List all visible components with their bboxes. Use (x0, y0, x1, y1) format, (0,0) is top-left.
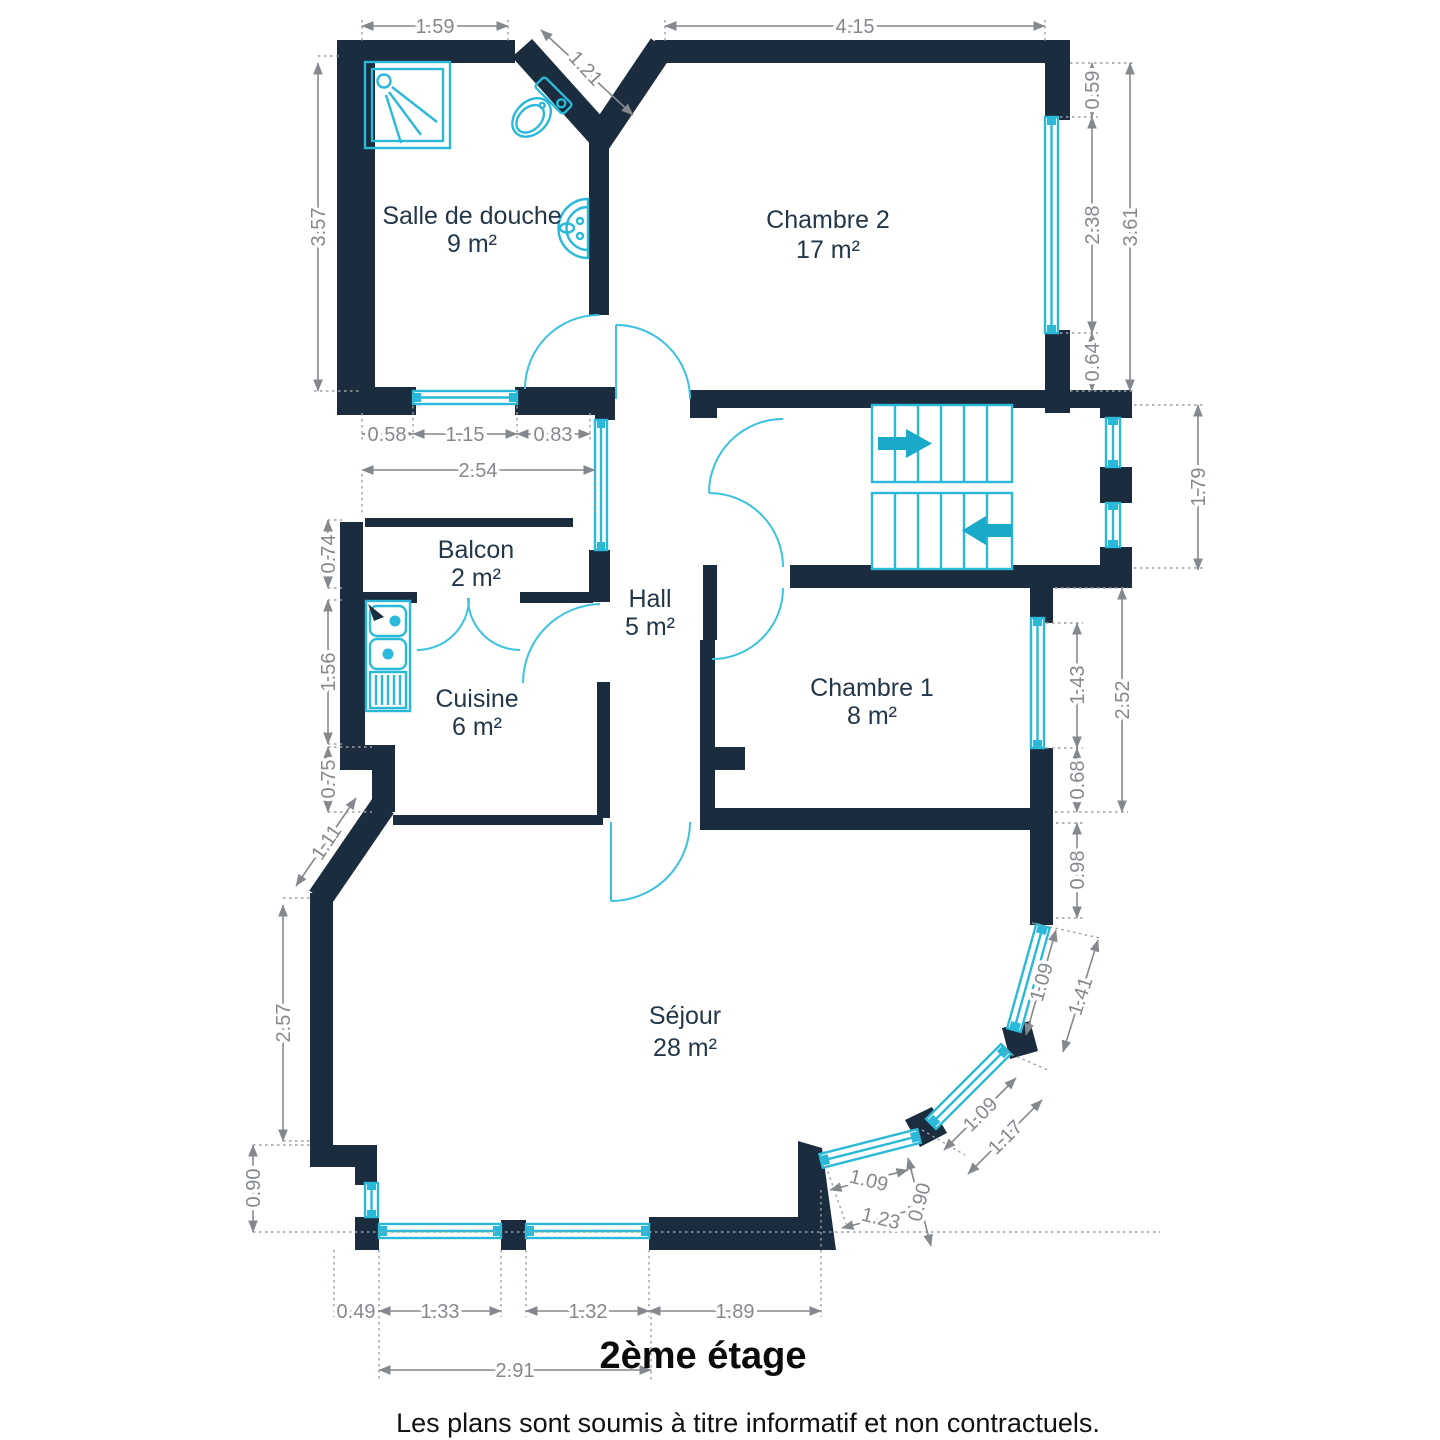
dimension-label: 0.59 (1082, 71, 1104, 110)
window-stairwell-lower (1104, 501, 1122, 549)
window-hall-balcony (593, 418, 609, 552)
dimension-label: 0.68 (1067, 761, 1089, 800)
kitchen-sink-icon (364, 599, 412, 713)
door-arc-kitchen (522, 603, 601, 684)
extension-lines (253, 20, 1204, 1382)
door-arc-living (610, 821, 691, 902)
faucet-arrow-icon (368, 604, 384, 621)
dimension-label: 1.15 (446, 424, 485, 446)
window-bedroom2 (1043, 115, 1060, 335)
room-name: Chambre 2 (766, 206, 890, 234)
staircase (870, 403, 1014, 571)
dimension-label: 1.56 (318, 653, 340, 692)
room-area: 5 m² (625, 613, 675, 641)
doors (416, 314, 784, 902)
dimension-label: 0.98 (1067, 851, 1089, 890)
door-arc-balcony-double (416, 597, 521, 651)
door-arc-shower-room (524, 314, 600, 390)
window-living-west (363, 1181, 380, 1219)
fixtures (363, 60, 1014, 713)
room-name: Séjour (649, 1002, 721, 1030)
dimension-label: 3.57 (308, 208, 330, 247)
dimension-label: 0.90 (904, 1181, 935, 1224)
room-area: 2 m² (451, 564, 501, 592)
door-arc-bedroom2 (615, 324, 691, 400)
window-living-south-1 (377, 1222, 503, 1240)
dimension-label: 1.33 (421, 1301, 460, 1323)
room-label-kitchen: Cuisine 6 m² (435, 685, 518, 741)
dimension-label: 1.17 (984, 1116, 1027, 1159)
windows (363, 115, 1122, 1240)
disclaimer-text: Les plans sont soumis à titre informatif… (396, 1408, 1100, 1438)
dimension-label: 0.64 (1082, 343, 1104, 382)
dimension-label: 0.58 (368, 424, 407, 446)
stairs-down-arrow-icon (962, 516, 1012, 545)
room-area: 9 m² (447, 230, 497, 258)
room-label-bedroom1: Chambre 1 8 m² (810, 674, 934, 730)
dimension-label: 2.38 (1082, 206, 1104, 245)
dimension-label: 4.15 (836, 16, 875, 38)
dimension-label: 0.49 (337, 1301, 376, 1323)
room-label-shower-room: Salle de douche 9 m² (382, 202, 561, 258)
room-name: Cuisine (435, 685, 518, 713)
room-area: 17 m² (796, 236, 860, 264)
dimension-label: 2.91 (496, 1360, 535, 1382)
dimension-label: 1.23 (859, 1204, 902, 1235)
stairs-up-arrow-icon (878, 429, 932, 458)
dimension-label: 1.59 (416, 16, 455, 38)
room-name: Balcon (438, 536, 514, 564)
room-name: Salle de douche (382, 202, 561, 230)
dimension-label: 1.89 (716, 1301, 755, 1323)
room-name: Chambre 1 (810, 674, 934, 702)
floor-title: 2ème étage (599, 1335, 806, 1377)
room-area: 28 m² (653, 1034, 717, 1062)
room-label-balcony: Balcon 2 m² (438, 536, 514, 592)
dimension-label: 1.32 (569, 1301, 608, 1323)
dimension-label: 0.75 (318, 760, 340, 799)
door-arc-bedroom1 (711, 587, 784, 660)
dimension-label: 2.57 (273, 1004, 295, 1043)
window-living-south-2 (524, 1222, 651, 1240)
room-area: 6 m² (452, 713, 502, 741)
dimension-lines (248, 21, 1203, 1375)
window-bay-3 (817, 1127, 923, 1170)
room-area: 8 m² (847, 702, 897, 730)
window-stairwell-upper (1104, 416, 1122, 469)
room-label-hall: Hall 5 m² (625, 585, 675, 641)
window-shower-room (411, 389, 519, 406)
dimension-label: 2.54 (459, 460, 498, 482)
room-name: Hall (628, 585, 671, 613)
dimension-label: 1.09 (847, 1166, 890, 1197)
room-label-bedroom2: Chambre 2 17 m² (766, 206, 890, 264)
room-labels: Salle de douche 9 m² Chambre 2 17 m² Bal… (382, 202, 933, 1062)
dimension-label: 3.61 (1120, 208, 1142, 247)
dimension-label: 0.90 (243, 1169, 265, 1208)
dimension-label: 2.52 (1112, 681, 1134, 720)
dimension-label: 1.41 (1064, 974, 1097, 1018)
bathroom-sink-icon (557, 197, 590, 260)
door-arc-entry-swing (708, 418, 784, 568)
window-bedroom1 (1029, 616, 1046, 750)
room-label-living: Séjour 28 m² (649, 1002, 721, 1062)
shower-icon (363, 60, 452, 150)
dimension-label: 1.79 (1188, 468, 1210, 507)
dimension-label: 0.83 (534, 424, 573, 446)
dimension-label: 1.43 (1067, 666, 1089, 705)
dimension-label: 0.74 (318, 535, 340, 574)
